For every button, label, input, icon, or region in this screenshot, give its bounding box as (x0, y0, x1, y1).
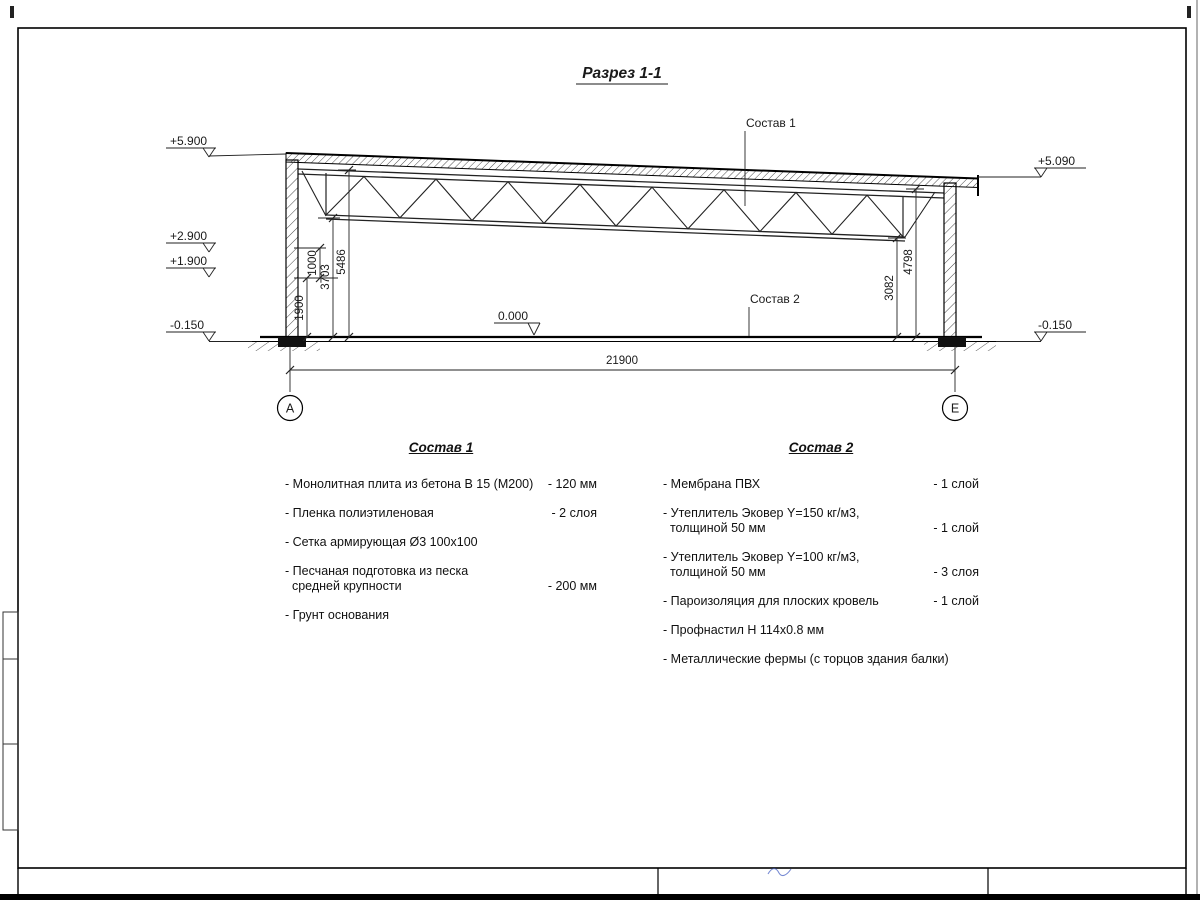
material-name: - Утеплитель Эковер Y=100 кг/м3, толщино… (663, 550, 860, 579)
dim-4798: 4798 (903, 249, 915, 275)
materials-list-sostav1: Состав 1 - Монолитная плита из бетона В … (285, 440, 597, 637)
crop-mark-right (1187, 6, 1191, 18)
material-item: - Песчаная подготовка из песка средней к… (285, 564, 597, 594)
footing-left (278, 337, 306, 347)
footing-right (938, 337, 966, 347)
material-qty: - 3 слоя (933, 565, 979, 579)
page-bottom-edge (0, 894, 1200, 900)
truss-support-left (301, 170, 327, 217)
sostav2-callout-label: Состав 2 (750, 292, 800, 306)
dim-span-21900: 21900 (606, 355, 638, 367)
axis-letter-e: Е (951, 402, 959, 416)
roof-truss (297, 168, 945, 242)
material-name: - Мембрана ПВХ (663, 477, 761, 491)
truss-web-diagonals (325, 175, 904, 238)
dim-3703: 3703 (320, 264, 332, 290)
material-qty: - 1 слой (933, 594, 979, 608)
material-item: - Сетка армирующая Ø3 100х100 (285, 535, 597, 550)
roof-slab (285, 152, 979, 196)
dimension-ticks (285, 165, 960, 375)
side-stamp-boxes (2, 611, 19, 831)
material-name: - Сетка армирующая Ø3 100х100 (285, 535, 478, 549)
materials-list-sostav2: Состав 2 - Мембрана ПВХ - 1 слой - Утепл… (663, 440, 979, 681)
truss-support-right (904, 191, 936, 238)
blue-check-mark (767, 868, 792, 877)
elevation-floor: 0.000 (498, 309, 528, 323)
material-name: - Утеплитель Эковер Y=150 кг/м3, толщино… (663, 506, 860, 535)
material-name: - Профнастил Н 114х0.8 мм (663, 623, 825, 637)
dim-5486: 5486 (336, 249, 348, 275)
materials-list-2-title: Состав 2 (788, 440, 854, 455)
material-item: - Монолитная плита из бетона В 15 (М200)… (285, 477, 597, 492)
material-name: - Пароизоляция для плоских кровель (663, 594, 879, 608)
material-item: - Мембрана ПВХ - 1 слой (663, 477, 979, 492)
dim-3082: 3082 (884, 275, 896, 301)
axis-circle-a (276, 394, 304, 422)
material-qty: - 200 мм (547, 579, 597, 593)
axis-letter-a: А (286, 402, 295, 416)
material-item: - Утеплитель Эковер Y=150 кг/м3, толщино… (663, 506, 979, 536)
elevation-right-ground: -0.150 (1038, 318, 1072, 332)
elevation-right-top: +5.090 (1038, 154, 1075, 168)
material-qty: - 1 слой (933, 521, 979, 535)
material-name: - Грунт основания (285, 608, 390, 622)
elevation-left-mid: +2.900 (170, 229, 207, 243)
material-qty: - 120 мм (547, 477, 597, 491)
axis-circle-e (941, 394, 969, 422)
material-item: - Утеплитель Эковер Y=100 кг/м3, толщино… (663, 550, 979, 580)
material-name: - Металлические фермы (с торцов здания б… (663, 652, 949, 666)
material-qty: - 1 слой (933, 477, 979, 491)
elevation-left-top: +5.900 (170, 134, 207, 148)
material-item: - Профнастил Н 114х0.8 мм (663, 623, 979, 638)
sheet-frame (17, 0, 1198, 894)
truss-top-chord (297, 168, 945, 194)
dimension-lines (285, 165, 960, 392)
elevation-marks (166, 147, 1086, 342)
material-name: - Монолитная плита из бетона В 15 (М200) (285, 477, 534, 491)
material-name: - Песчаная подготовка из песка средней к… (285, 564, 469, 593)
material-item: - Пленка полиэтиленовая - 2 слоя (285, 506, 597, 521)
material-item: - Грунт основания (285, 608, 597, 623)
material-name: - Пленка полиэтиленовая (285, 506, 434, 520)
sostav1-callout-label: Состав 1 (746, 116, 796, 130)
section-title: Разрез 1-1 (582, 65, 662, 82)
dim-1900: 1900 (294, 295, 306, 321)
material-item: - Металлические фермы (с торцов здания б… (663, 652, 979, 667)
wall-right (943, 182, 957, 338)
material-item: - Пароизоляция для плоских кровель - 1 с… (663, 594, 979, 609)
dim-1000: 1000 (307, 250, 319, 276)
crop-mark-left (10, 6, 14, 18)
elevation-left-ground: -0.150 (170, 318, 204, 332)
materials-list-1-title: Состав 1 (408, 440, 474, 455)
elevation-left-low: +1.900 (170, 254, 207, 268)
material-qty: - 2 слоя (551, 506, 597, 520)
